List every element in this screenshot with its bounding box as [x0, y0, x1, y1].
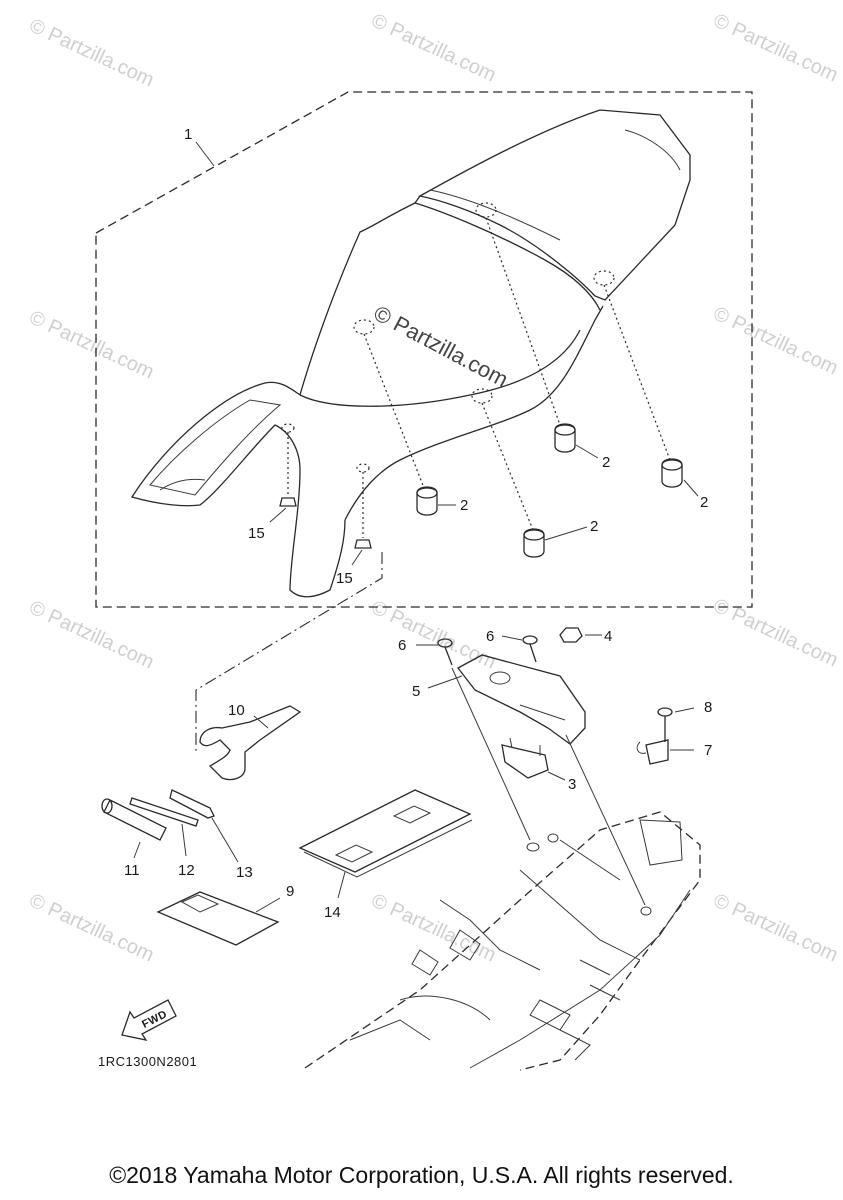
tool-bag[interactable] [156, 891, 280, 946]
callout-label: 2 [590, 518, 598, 535]
seat-assembly-box [95, 91, 753, 608]
damper[interactable] [416, 486, 438, 516]
bolt[interactable] [522, 635, 538, 663]
callout-label: 11 [124, 862, 140, 879]
watermark: © Partzilla.com [26, 890, 157, 967]
copyright-notice: ©2018 Yamaha Motor Corporation, U.S.A. A… [109, 1162, 734, 1188]
rear-frame [304, 811, 701, 1071]
callout-label: 15 [248, 525, 265, 542]
nut[interactable] [279, 497, 297, 507]
leader-2 [544, 526, 588, 541]
seat-lock-holder[interactable] [636, 739, 669, 765]
leader-2 [683, 479, 699, 497]
screwdriver-bit[interactable] [129, 797, 199, 827]
damper[interactable] [523, 528, 545, 558]
diagram-code: 1RC1300N2801 [98, 1054, 197, 1069]
callout-label: 7 [704, 742, 712, 759]
watermark: © Partzilla.com [26, 15, 157, 92]
damper[interactable] [554, 423, 576, 453]
callout-label: 2 [700, 494, 708, 511]
leader-1 [195, 141, 215, 167]
mount-line [451, 667, 531, 841]
watermark: © Partzilla.com [710, 10, 841, 87]
mount-line [565, 734, 646, 906]
watermark-center: © Partzilla.com [370, 300, 513, 392]
callout-label: 6 [486, 628, 494, 645]
callout-label: 8 [704, 699, 712, 716]
drop-line [363, 333, 425, 489]
drop-line [481, 402, 534, 531]
leader-9 [255, 897, 281, 913]
callout-label: 5 [412, 683, 420, 700]
nut[interactable] [559, 627, 583, 643]
leader-15 [269, 507, 287, 523]
bolt[interactable] [437, 638, 453, 666]
screwdriver-handle[interactable] [101, 798, 167, 841]
owners-manual[interactable] [298, 789, 473, 878]
leader-11 [133, 841, 141, 859]
callout-label: 1 [184, 126, 192, 143]
fwd-arrow-icon: FWD [121, 999, 177, 1041]
lock-assembly[interactable] [501, 737, 549, 779]
leader-14 [337, 871, 346, 899]
seat[interactable] [130, 109, 691, 598]
watermark: © Partzilla.com [710, 303, 841, 380]
callout-label: 4 [604, 628, 612, 645]
reference-line [195, 552, 383, 752]
leader-8 [674, 707, 695, 713]
callout-label: 2 [460, 497, 468, 514]
leader-12 [181, 823, 187, 857]
parts-diagram: © Partzilla.com © Partzilla.com © Partzi… [26, 10, 841, 1071]
seat-lock-bracket[interactable] [457, 654, 586, 745]
hex-wrench[interactable] [169, 789, 215, 819]
callout-label: 12 [178, 862, 195, 879]
callout-label: 15 [336, 570, 353, 587]
bolt[interactable] [657, 707, 673, 742]
wrench[interactable] [199, 705, 302, 781]
watermark: © Partzilla.com [368, 10, 499, 87]
leader-15 [351, 549, 363, 566]
callout-label: 9 [286, 883, 294, 900]
watermark: © Partzilla.com [710, 890, 841, 967]
nut[interactable] [354, 539, 372, 549]
drop-line [603, 284, 671, 461]
leader-3 [547, 771, 566, 781]
leader-10 [253, 715, 269, 729]
leader-2 [575, 444, 599, 459]
watermark: © Partzilla.com [26, 597, 157, 674]
watermark: © Partzilla.com [368, 597, 499, 674]
callout-label: 2 [602, 454, 610, 471]
callout-label: 13 [236, 864, 253, 881]
callout-label: 6 [398, 637, 406, 654]
leader-6 [501, 635, 523, 641]
callout-label: 3 [568, 776, 576, 793]
damper[interactable] [661, 458, 683, 488]
callout-label: 14 [324, 904, 341, 921]
watermark: © Partzilla.com [26, 307, 157, 384]
callout-label: 10 [228, 702, 245, 719]
watermark: © Partzilla.com [710, 595, 841, 672]
leader-13 [211, 817, 239, 863]
drop-line [485, 217, 561, 426]
watermark: © Partzilla.com [368, 890, 499, 967]
